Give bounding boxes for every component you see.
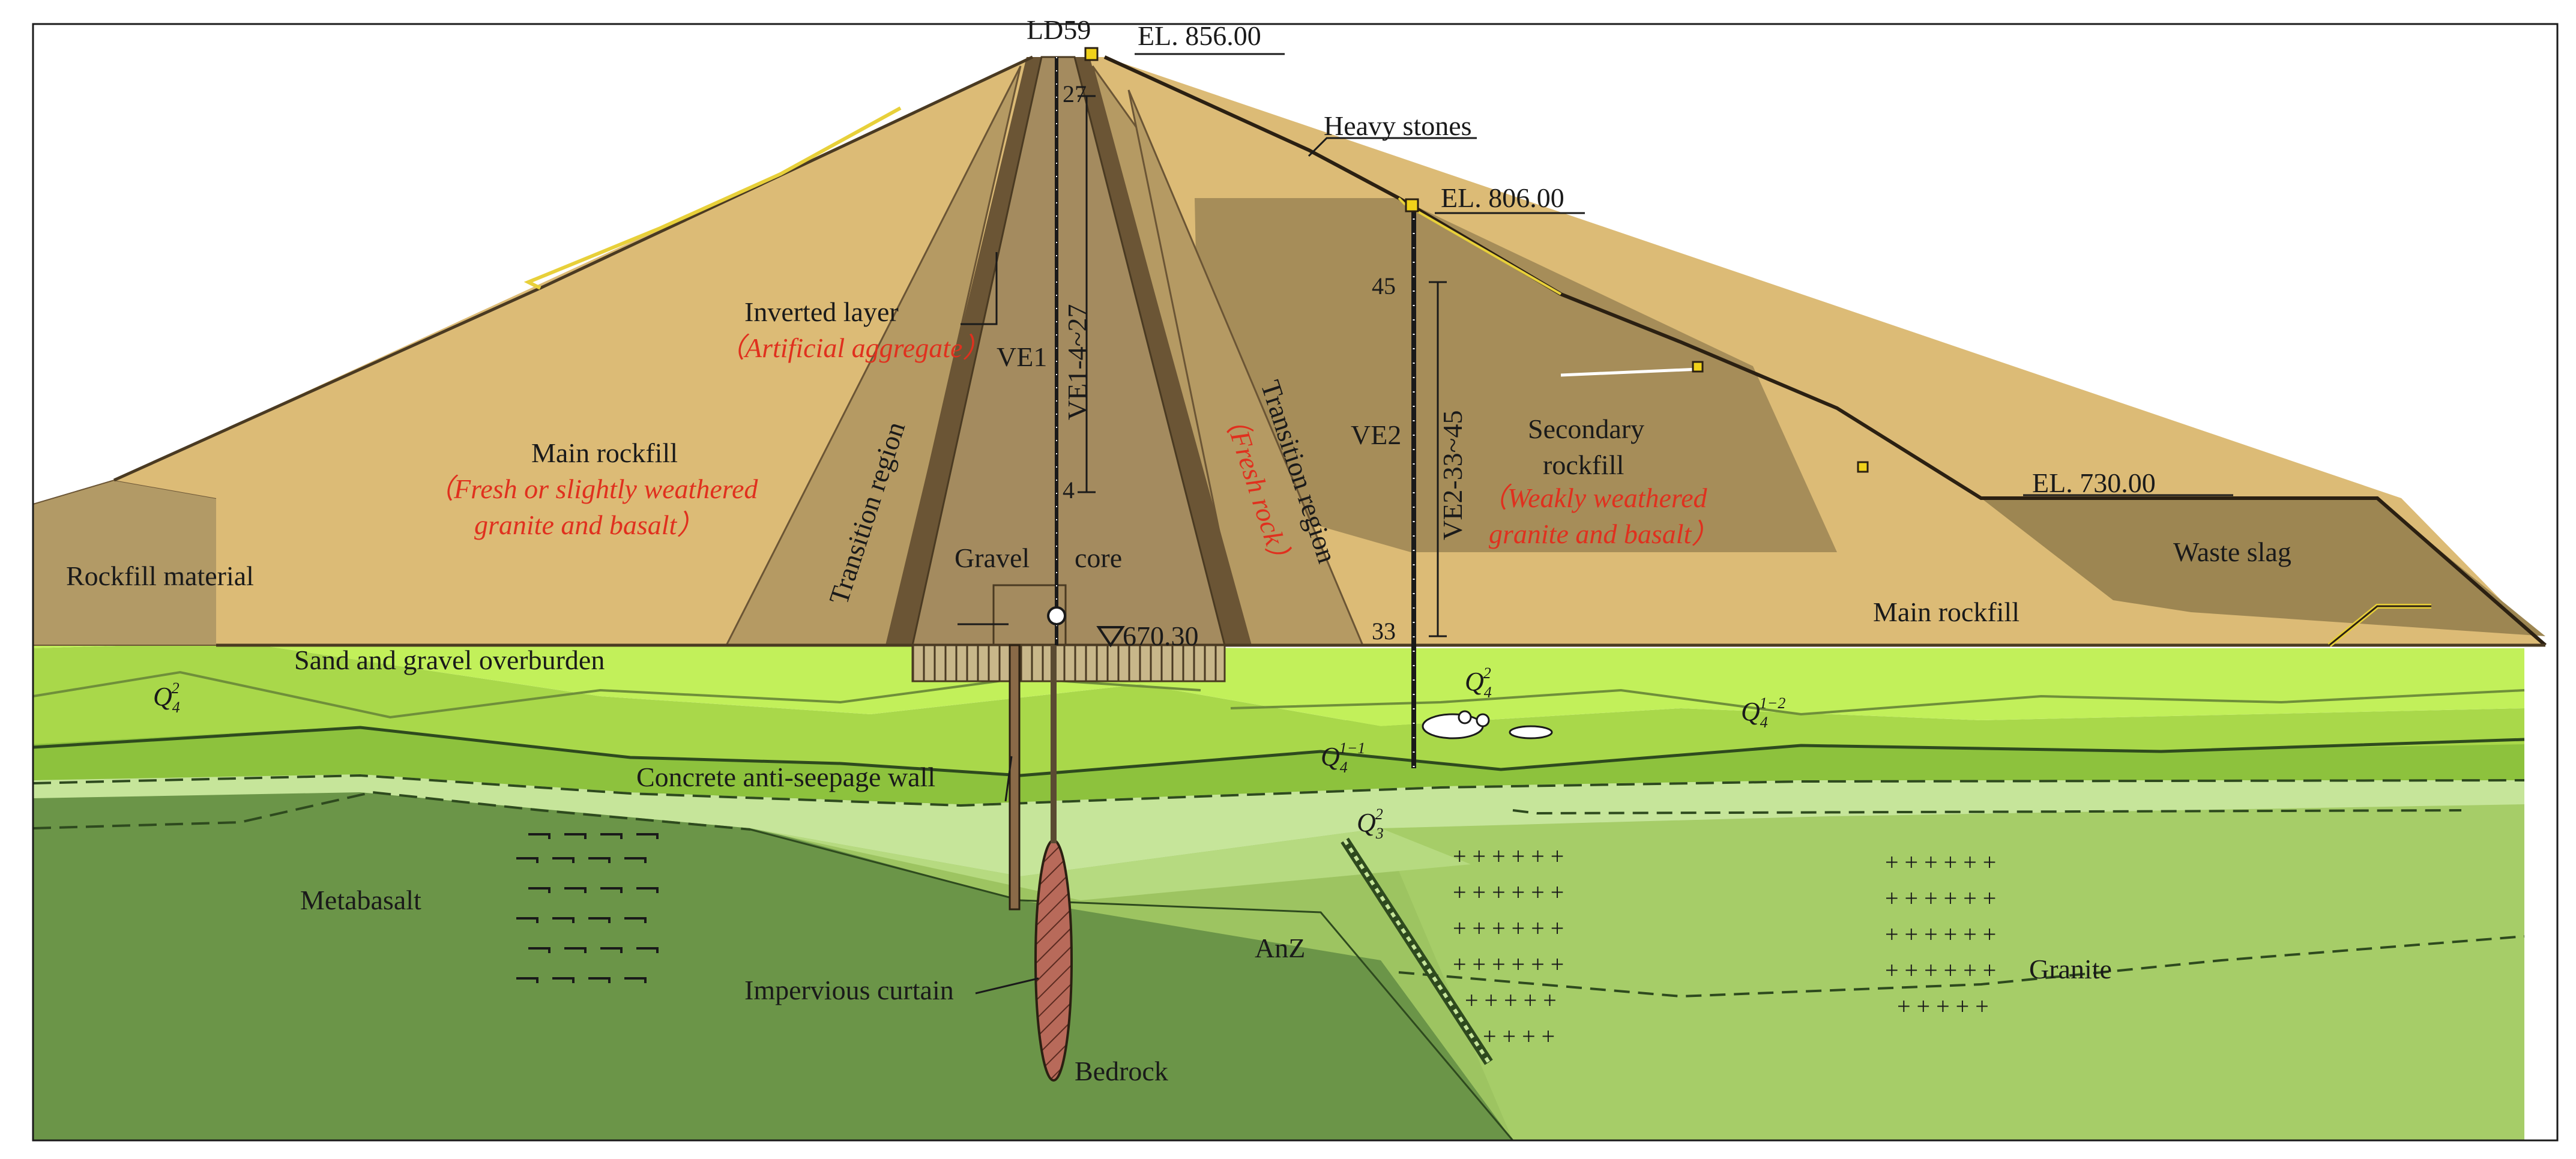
core-label: core <box>1075 543 1122 573</box>
svg-text:+ + + + +: + + + + + <box>1465 987 1557 1014</box>
q4-1-2: Q41−2 <box>1741 694 1785 731</box>
main-rockfill-left-note-2: granite and basalt） <box>474 510 704 540</box>
q3-2: Q32 <box>1357 805 1384 842</box>
gravel-label: Gravel <box>955 543 1030 573</box>
main-rockfill-left-note-1: （Fresh or slightly weathered <box>426 474 758 504</box>
q4-2-right: Q42 <box>1465 664 1492 701</box>
svg-text:+ + + +: + + + + <box>1483 1023 1555 1050</box>
el-slag-label: EL. 730.00 <box>2032 468 2156 498</box>
ve1-instrument-line <box>1055 57 1096 645</box>
inverted-layer-label: Inverted layer <box>744 297 899 327</box>
inverted-layer-note: （Artificial aggregate） <box>717 333 990 363</box>
instrument-labels: VE1 VE1-4~27 27 4 VE2 VE2-33~45 45 33 <box>997 80 1468 645</box>
weathered-layer <box>33 762 2524 900</box>
filter-layers <box>885 57 1252 645</box>
main-rockfill-right-label: Main rockfill <box>1873 597 2019 627</box>
svg-text:+ + + + + +: + + + + + + <box>1453 879 1564 906</box>
metabasalt-label: Metabasalt <box>300 885 421 915</box>
concrete-wall-label: Concrete anti-seepage wall <box>636 762 935 792</box>
layer-boundaries <box>32 726 2525 1141</box>
frame <box>32 23 2559 1142</box>
secondary-note-2: granite and basalt） <box>1489 519 1719 549</box>
el-berm-label: EL. 806.00 <box>1441 182 1564 213</box>
rockfill-material-label: Rockfill material <box>66 561 254 591</box>
svg-text:+ + + + + +: + + + + + + <box>1885 885 1996 912</box>
ve2-range: VE2-33~45 <box>1437 410 1468 540</box>
fault-zone-anz <box>1341 837 1493 1065</box>
ve1-top: 27 <box>1063 80 1087 107</box>
ve2-bottom: 33 <box>1372 618 1396 645</box>
secondary-note-1: （Weakly weathered <box>1480 483 1708 513</box>
el-crest-label: EL. 856.00 <box>1138 20 1261 51</box>
impervious-curtain <box>1034 645 1073 1082</box>
secondary-rockfill-label-2: rockfill <box>1543 450 1624 480</box>
main-rockfill-left-label: Main rockfill <box>531 438 678 468</box>
waste-slag <box>1981 498 2545 636</box>
metabasalt-pattern <box>516 833 659 983</box>
svg-text:+ + + + + +: + + + + + + <box>1453 915 1564 942</box>
cutoff-base <box>911 584 1226 682</box>
svg-text:+ + + + + +: + + + + + + <box>1453 843 1564 870</box>
svg-text:+ + + + + +: + + + + + + <box>1885 957 1996 984</box>
leader-lines <box>958 53 2233 995</box>
granite-pattern-2: + + + + + + + + + + + + + + + + + + + + … <box>1885 849 1996 1020</box>
overburden-lower <box>33 726 2524 804</box>
granite-pattern-1: + + + + + + + + + + + + + + + + + + + + … <box>1453 843 1564 1050</box>
q4-1-1: Q41−1 <box>1321 739 1365 776</box>
bedrock-label: Bedrock <box>1075 1056 1168 1086</box>
ve2-top: 45 <box>1372 272 1396 300</box>
ve1-bottom: 4 <box>1063 477 1075 504</box>
dam-outline <box>113 55 2547 648</box>
crest-point-label: LD59 <box>1027 14 1091 45</box>
svg-text:+ + + + + +: + + + + + + <box>1885 921 1996 948</box>
svg-text:+ + + + +: + + + + + <box>1897 993 1989 1020</box>
secondary-rockfill <box>1195 198 1837 552</box>
stratum-symbols: Q42 Q42 Q41−2 Q41−1 Q32 <box>153 664 1785 842</box>
ve1-range: VE1-4~27 <box>1062 304 1093 420</box>
waste-slag-label: Waste slag <box>2173 537 2291 567</box>
anti-seepage-wall <box>1009 644 1021 911</box>
ve2-instrument-line <box>1411 204 1447 768</box>
sand-gravel-label: Sand and gravel overburden <box>294 645 605 675</box>
granite-label: Granite <box>2029 954 2112 984</box>
el-core-base-label: 670.30 <box>1123 621 1199 651</box>
ve1-name: VE1 <box>997 342 1047 372</box>
overburden-middle <box>33 642 2524 774</box>
heavy-stones-label: Heavy stones <box>1324 110 1472 141</box>
q4-2-left: Q42 <box>153 679 180 716</box>
impervious-curtain-label: Impervious curtain <box>744 975 954 1005</box>
markers <box>1047 47 1869 739</box>
svg-text:+ + + + + +: + + + + + + <box>1453 951 1564 978</box>
secondary-rockfill-label-1: Secondary <box>1528 414 1644 444</box>
ve2-name: VE2 <box>1351 420 1401 450</box>
anz-label: AnZ <box>1255 933 1305 963</box>
svg-text:+ + + + + +: + + + + + + <box>1885 849 1996 876</box>
